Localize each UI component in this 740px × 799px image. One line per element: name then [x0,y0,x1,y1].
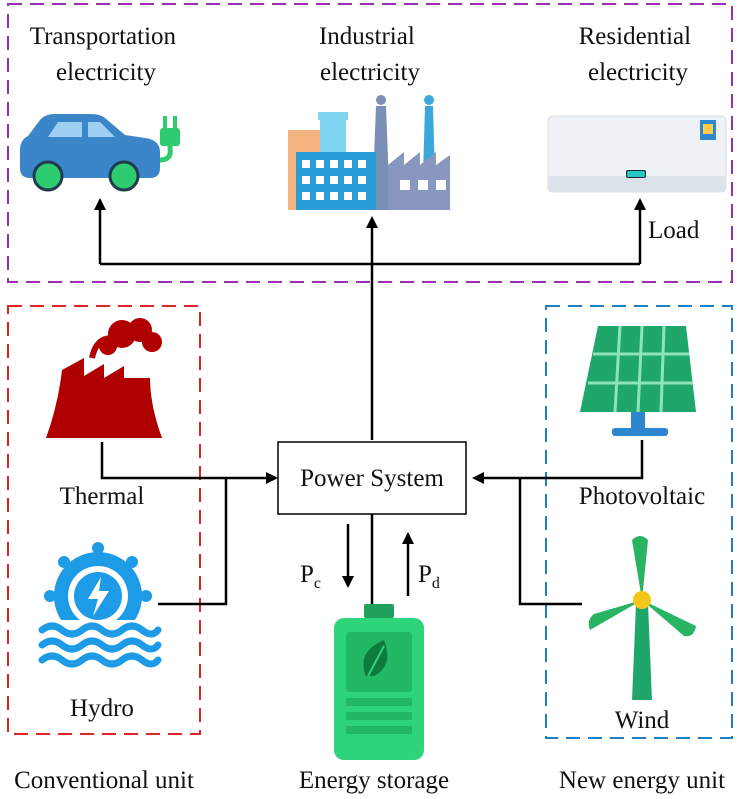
new-energy-group-border [545,305,733,739]
power-system-label: Power System [300,465,444,492]
air-conditioner-icon [547,115,727,193]
conventional-unit-caption: Conventional unit [14,767,194,794]
photovoltaic-connector [472,440,644,484]
load-group-border [7,3,733,283]
connectors [94,198,646,606]
photovoltaic-label: Photovoltaic [579,483,705,510]
wind-connector [518,478,582,606]
factory-icon [288,95,450,210]
industrial-label: Industrial electricity [319,23,421,86]
discharge-power-label: Pd [418,561,440,592]
power-system-box [277,441,467,515]
energy-storage-caption: Energy storage [299,767,449,794]
wind-turbine-icon [588,536,696,700]
transportation-label: Transportation electricity [30,23,183,86]
thermal-connector [100,442,278,484]
electric-car-icon [20,114,180,192]
hydro-label: Hydro [70,695,134,722]
battery-icon [334,604,424,760]
hydro-icon [38,542,162,668]
new-energy-unit-caption: New energy unit [559,767,725,794]
conventional-group-border [7,305,201,735]
hydro-connector [158,478,228,606]
wind-label: Wind [615,707,670,734]
charge-power-label: Pc [300,561,321,592]
solar-panel-icon [580,325,696,436]
thermal-plant-icon [46,318,162,438]
thermal-label: Thermal [60,483,145,510]
load-label: Load [648,217,700,244]
residential-label: Residential electricity [579,23,698,86]
